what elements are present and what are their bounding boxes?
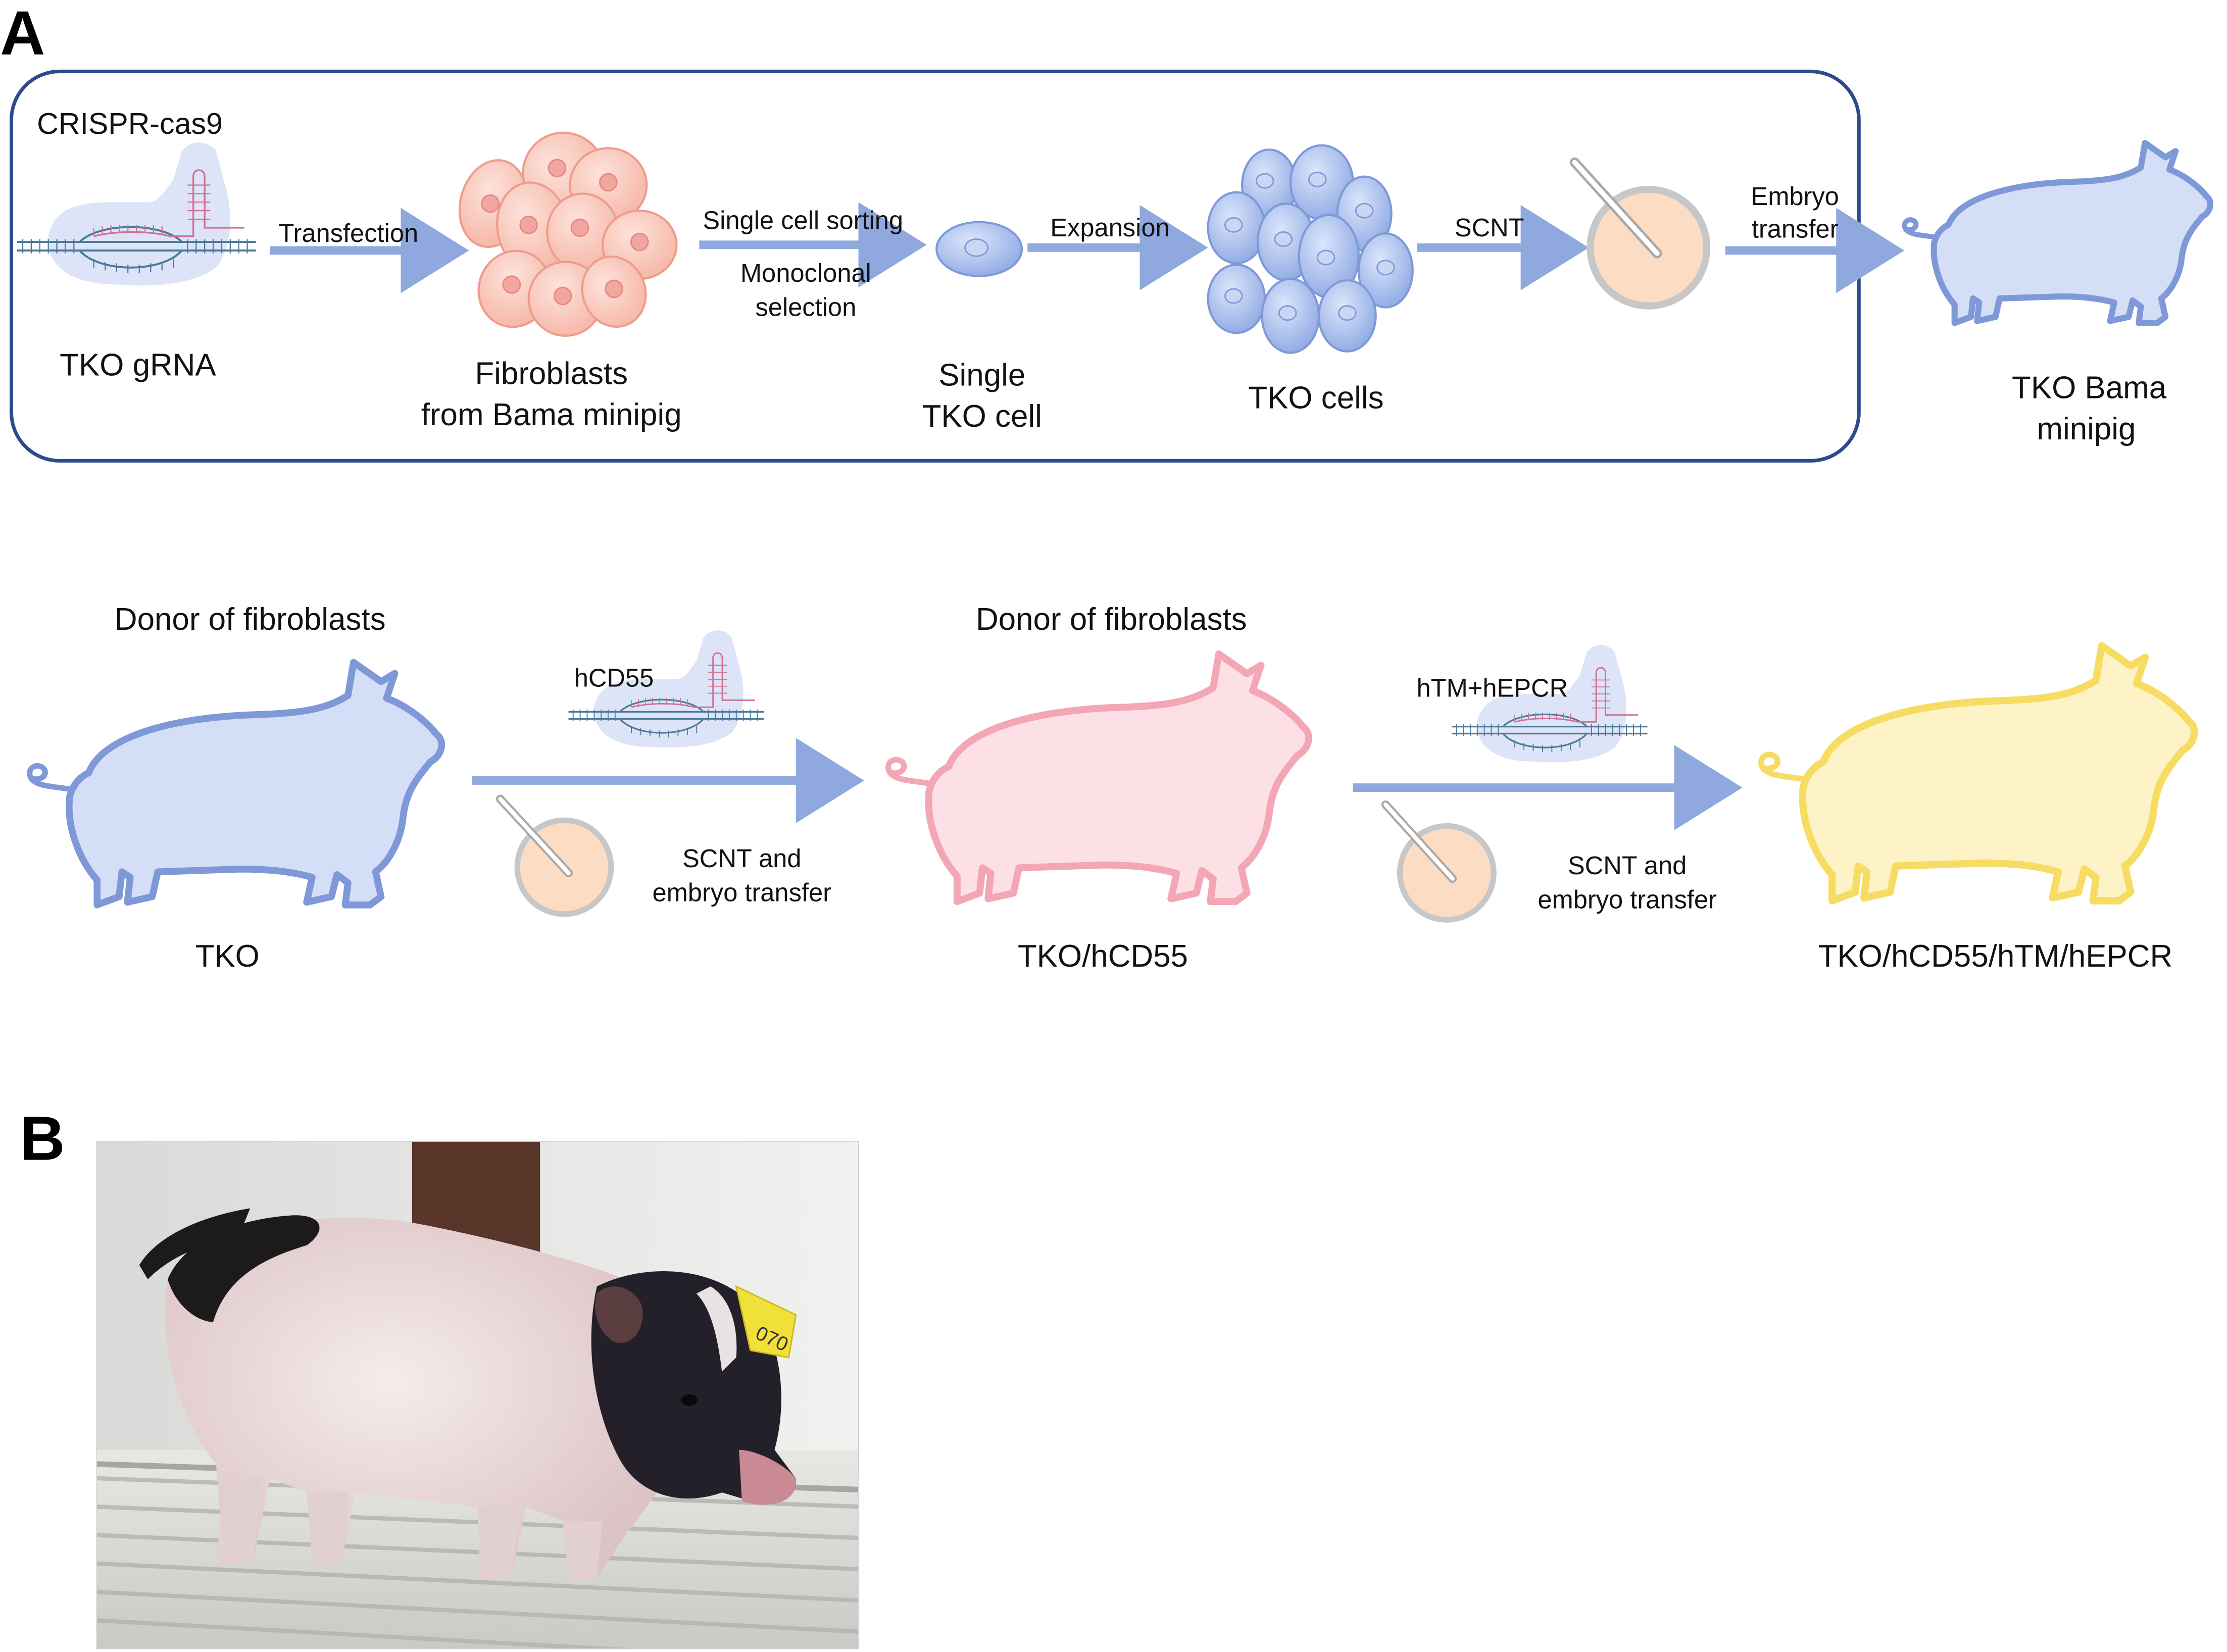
arrow-monoclonal-label-2: selection [755,292,856,321]
crispr-complex-icon [16,141,257,287]
result-pig-label-2: minipig [2037,412,2136,446]
fibroblasts-label-1: Fibroblasts [475,356,628,391]
crispr-label: CRISPR-cas9 [37,107,223,140]
arrow-transfection-label: Transfection [278,219,418,247]
pig-final-icon [1758,642,2198,905]
scnt-dish-icon-bottom-1 [496,794,614,917]
arrow-scnt-label: SCNT [1455,213,1524,242]
grna-label: TKO gRNA [60,348,216,383]
construct-htm-hepcr-label: hTM+hEPCR [1417,673,1568,702]
arrow-embryo-label-1: Embryo [1751,182,1839,211]
step1-label-1: SCNT and [682,844,801,873]
arrow-monoclonal-label-1: Monoclonal [740,259,871,287]
single-cell-icon [935,221,1023,277]
panel-b-letter: B [20,1104,65,1174]
ear-tag: 070 [735,1285,797,1359]
donor1-label: Donor of fibroblasts [115,602,386,637]
single-cell-label-2: TKO cell [922,399,1042,434]
pig-tko-hcd55-icon [885,650,1312,906]
panel-a-letter: A [0,0,45,68]
arrow-expansion-label: Expansion [1050,213,1169,242]
pig-silhouette-icon [1902,139,2214,326]
fibroblasts-label-2: from Bama minipig [421,397,682,432]
construct-hcd55-label: hCD55 [574,664,654,692]
pig-tko-hcd55-label: TKO/hCD55 [1018,939,1188,974]
cell-cluster-nuclei [1224,171,1395,321]
step2-label-2: embryo transfer [1538,885,1717,914]
construct-htm-hepcr-icon [1451,644,1649,764]
pig-tko-label: TKO [195,939,260,974]
pig-tko-icon [27,659,445,909]
single-cell-label-1: Single [938,358,1025,392]
step1-label-2: embryo transfer [652,878,831,907]
scnt-dish-icon-bottom-2 [1381,800,1497,923]
scnt-dish-icon [1569,157,1711,310]
cell-cluster-icon [1207,144,1414,354]
step2-label-1: SCNT and [1568,851,1687,880]
tko-cells-label: TKO cells [1248,380,1383,415]
pig-photo: 070 [96,1141,859,1649]
pig-final-label: TKO/hCD55/hTM/hEPCR [1818,939,2173,974]
result-pig-label-1: TKO Bama [2012,371,2167,406]
fibroblast-nuclei [481,159,649,306]
donor2-label: Donor of fibroblasts [976,602,1247,637]
arrow-sorting-label: Single cell sorting [703,206,903,235]
arrow-embryo-label-2: transfer [1752,215,1839,243]
